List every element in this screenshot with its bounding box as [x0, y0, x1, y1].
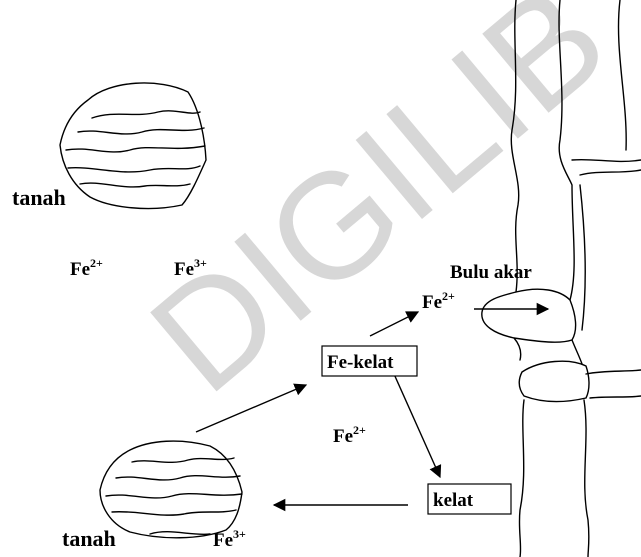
fe3-bottom-label: Fe3+	[213, 527, 246, 551]
fe-chelate-label: Fe-kelat	[327, 352, 394, 373]
chelate-label: kelat	[433, 490, 474, 511]
soil-label-top: tanah	[12, 185, 66, 210]
soil-particle-top	[60, 83, 206, 209]
arrow-release-chelate	[394, 374, 440, 477]
soil-particle-bottom	[100, 441, 242, 538]
fe2-middle-label: Fe2+	[333, 423, 366, 447]
arrow-chelate-to-root	[370, 312, 418, 336]
root-hair-label: Bulu akar	[450, 262, 532, 283]
soil-label-bottom: tanah	[62, 526, 116, 551]
fe2-top-label: Fe2+	[70, 256, 103, 280]
fe2-root-label: Fe2+	[422, 289, 455, 313]
